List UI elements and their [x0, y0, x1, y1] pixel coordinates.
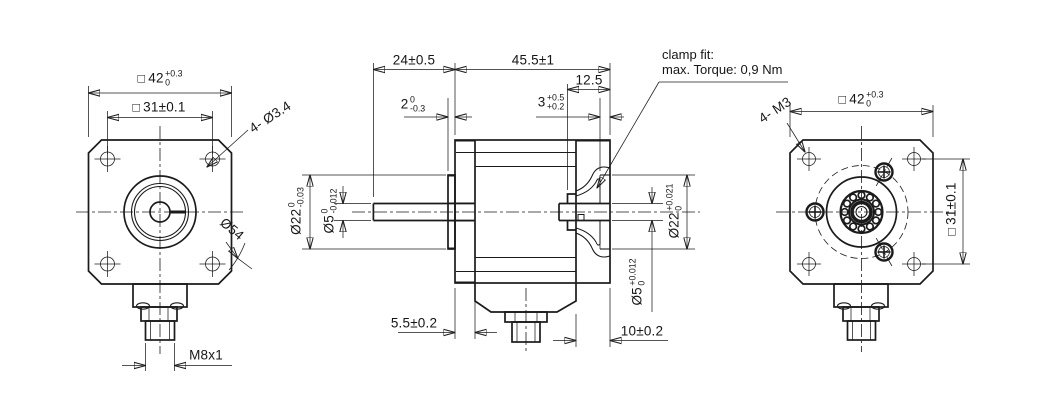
dim-tolerance: 0 -0.3 — [410, 95, 425, 112]
dim-side-10: 10±0.2 — [620, 323, 664, 339]
dim-value: 31±0.1 — [943, 182, 959, 225]
dim-value: 42 — [849, 91, 865, 107]
tol-upper: 0 — [410, 94, 415, 105]
side-section-view — [302, 63, 788, 352]
dim-side-24: 24±0.5 — [392, 52, 436, 68]
tol-upper: +0.3 — [866, 89, 884, 100]
tol-upper: +0.5 — [546, 92, 565, 103]
dim-tolerance: +0.3 0 — [866, 90, 883, 107]
tol-lower: -0.3 — [410, 103, 426, 113]
dim-back-square-42: □ 42 +0.3 0 — [838, 90, 883, 107]
dim-tolerance: +0.021 0 — [664, 184, 683, 211]
clamp-screw — [874, 162, 894, 182]
tol-lower: 0 — [673, 205, 683, 211]
dim-front-square-42: □ 42 +0.3 0 — [137, 69, 182, 86]
dim-side-5-5: 5.5±0.2 — [390, 315, 438, 331]
square-symbol: □ — [838, 92, 847, 106]
dim-side-45-5: 45.5±1 — [511, 52, 555, 68]
ball-bearing — [839, 189, 884, 235]
tol-lower: 0 — [636, 280, 646, 286]
dim-side-d22-left: Ø22 0 -0.03 — [286, 187, 305, 235]
dim-side-d5-left: Ø5 0 -0.012 — [319, 188, 338, 234]
dim-front-thread: M8x1 — [189, 347, 223, 363]
dim-value: Ø5 — [629, 287, 645, 306]
dim-value: 42 — [148, 70, 164, 86]
dim-value: Ø22 — [666, 212, 682, 239]
dim-value: Ø5 — [321, 215, 337, 234]
dim-back-square-31: □ 31±0.1 — [944, 182, 959, 235]
square-symbol: □ — [132, 100, 141, 114]
back-view — [776, 105, 970, 352]
tol-lower: -0.012 — [328, 188, 338, 214]
tol-lower: +0.2 — [546, 101, 565, 111]
tol-upper: +0.3 — [165, 68, 183, 79]
clamp-screw — [805, 202, 825, 222]
dim-value: 3 — [537, 94, 546, 110]
clamp-fit-note-line2: max. Torque: 0,9 Nm — [662, 62, 783, 77]
square-symbol: □ — [137, 71, 146, 85]
dim-value: 31±0.1 — [143, 99, 186, 115]
front-view — [76, 86, 253, 371]
dim-side-12-5: 12.5 — [575, 72, 603, 88]
dim-tolerance: +0.3 0 — [165, 69, 182, 86]
clamp-fit-note-line1: clamp fit: — [662, 47, 715, 62]
dim-tolerance: +0.5 +0.2 — [547, 93, 564, 110]
dim-value: Ø22 — [288, 208, 304, 235]
dim-side-d22-right: Ø22 +0.021 0 — [664, 184, 683, 239]
tol-lower: 0 — [165, 77, 171, 87]
dim-front-square-31: □ 31±0.1 — [132, 100, 185, 115]
dim-value: 2 — [400, 96, 409, 112]
dim-tolerance: 0 -0.012 — [319, 188, 338, 214]
square-symbol: □ — [944, 227, 958, 236]
clamp-screw — [874, 242, 894, 262]
dim-side-d5-right: Ø5 +0.012 0 — [627, 258, 646, 306]
dim-side-2: 2 0 -0.3 — [401, 95, 425, 112]
tol-lower: 0 — [866, 98, 872, 108]
tol-lower: -0.03 — [295, 187, 305, 208]
clamp-fit-note: clamp fit: max. Torque: 0,9 Nm — [662, 47, 782, 77]
dim-tolerance: 0 -0.03 — [286, 187, 305, 208]
dim-side-3: 3 +0.5 +0.2 — [538, 93, 565, 110]
dim-tolerance: +0.012 0 — [627, 258, 646, 286]
